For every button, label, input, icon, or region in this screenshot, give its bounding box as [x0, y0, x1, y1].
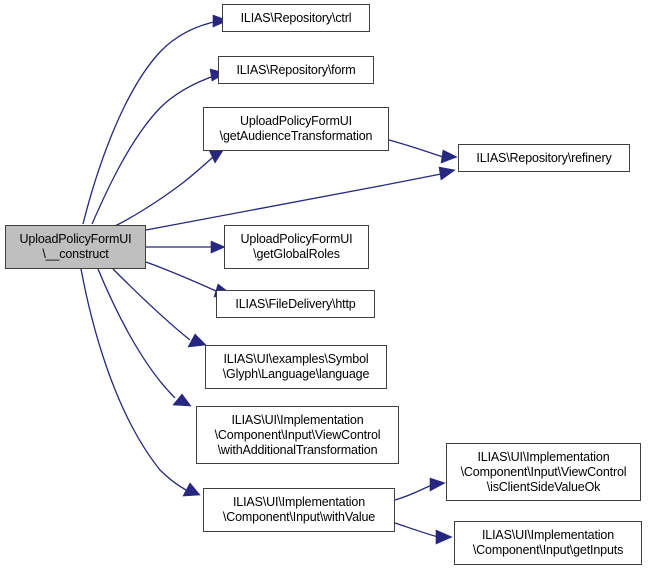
- edge-construct-to-http: [145, 261, 217, 292]
- graph-node-label: \Component\Input\ViewControl: [214, 427, 381, 442]
- graph-node-label: ILIAS\UI\examples\Symbol: [223, 352, 369, 366]
- graph-node-form[interactable]: ILIAS\Repository\form: [218, 56, 374, 84]
- edge-audience-to-refinery: [388, 139, 444, 158]
- edge-construct-to-audience: [114, 156, 214, 227]
- graph-node-label: \__construct: [42, 247, 109, 261]
- arrowhead-icon: [208, 148, 225, 164]
- graph-node-label: ILIAS\UI\Implementation: [477, 449, 610, 464]
- graph-node-ctrl[interactable]: ILIAS\Repository\ctrl: [222, 4, 370, 32]
- edge-construct-to-withadditional: [97, 268, 176, 399]
- graph-node-label: \withAdditionalTransformation: [217, 442, 378, 457]
- graph-node-refinery[interactable]: ILIAS\Repository\refinery: [458, 144, 630, 172]
- graph-node-label: \getGlobalRoles: [253, 247, 340, 261]
- arrowhead-icon: [172, 393, 192, 407]
- graph-node-label: \Component\Input\getInputs: [472, 543, 624, 557]
- arrowhead-icon: [440, 149, 458, 164]
- graph-node-label: ILIAS\FileDelivery\http: [235, 296, 356, 311]
- edge-withvalue-to-isclientside: [394, 484, 433, 501]
- graph-node-label: ILIAS\UI\Implementation: [481, 528, 615, 542]
- graph-node-label: ILIAS\Repository\refinery: [476, 150, 612, 165]
- arrowhead-icon: [438, 166, 456, 181]
- graph-node-withvalue[interactable]: ILIAS\UI\Implementation\Component\Input\…: [203, 488, 395, 532]
- graph-node-label: UploadPolicyFormUI: [240, 232, 353, 246]
- graph-node-label: \Component\Input\ViewControl: [460, 464, 627, 479]
- edge-withvalue-to-getinputs: [394, 522, 439, 538]
- graph-node-http[interactable]: ILIAS\FileDelivery\http: [216, 290, 375, 318]
- arrowhead-icon: [182, 482, 201, 497]
- arrowhead-icon: [187, 333, 207, 348]
- graph-node-language[interactable]: ILIAS\UI\examples\Symbol\Glyph\Language\…: [205, 345, 387, 389]
- graph-node-isclientside[interactable]: ILIAS\UI\Implementation\Component\Input\…: [446, 443, 641, 501]
- graph-node-label: \isClientSideValueOk: [486, 479, 601, 494]
- graph-node-label: \Glyph\Language\language: [222, 367, 370, 381]
- graph-node-label: UploadPolicyFormUI: [240, 114, 352, 128]
- edge-construct-to-form: [91, 75, 215, 225]
- edge-construct-to-ctrl: [82, 20, 219, 225]
- graph-node-label: \Component\Input\withValue: [222, 510, 376, 524]
- graph-node-label: \getAudienceTransformation: [219, 129, 373, 143]
- graph-node-label: ILIAS\Repository\ctrl: [240, 10, 352, 25]
- graph-node-construct[interactable]: UploadPolicyFormUI\__construct: [5, 225, 146, 269]
- arrowhead-icon: [210, 240, 226, 254]
- edge-construct-to-withvalue: [80, 268, 187, 491]
- graph-node-label: ILIAS\UI\Implementation: [232, 495, 366, 509]
- graph-node-getinputs[interactable]: ILIAS\UI\Implementation\Component\Input\…: [454, 521, 642, 565]
- graph-node-audience[interactable]: UploadPolicyFormUI\getAudienceTransforma…: [203, 107, 389, 151]
- graph-node-globalroles[interactable]: UploadPolicyFormUI\getGlobalRoles: [224, 225, 369, 269]
- arrowhead-icon: [435, 529, 453, 545]
- graph-node-label: UploadPolicyFormUI: [19, 232, 132, 246]
- edge-construct-to-language: [112, 268, 191, 341]
- graph-node-withadditional[interactable]: ILIAS\UI\Implementation\Component\Input\…: [196, 406, 399, 464]
- graph-node-label: ILIAS\Repository\form: [236, 62, 356, 77]
- edge-construct-to-refinery: [145, 173, 442, 231]
- arrowhead-icon: [212, 14, 229, 28]
- arrowhead-icon: [429, 477, 446, 492]
- graph-node-label: ILIAS\UI\Implementation: [231, 412, 364, 427]
